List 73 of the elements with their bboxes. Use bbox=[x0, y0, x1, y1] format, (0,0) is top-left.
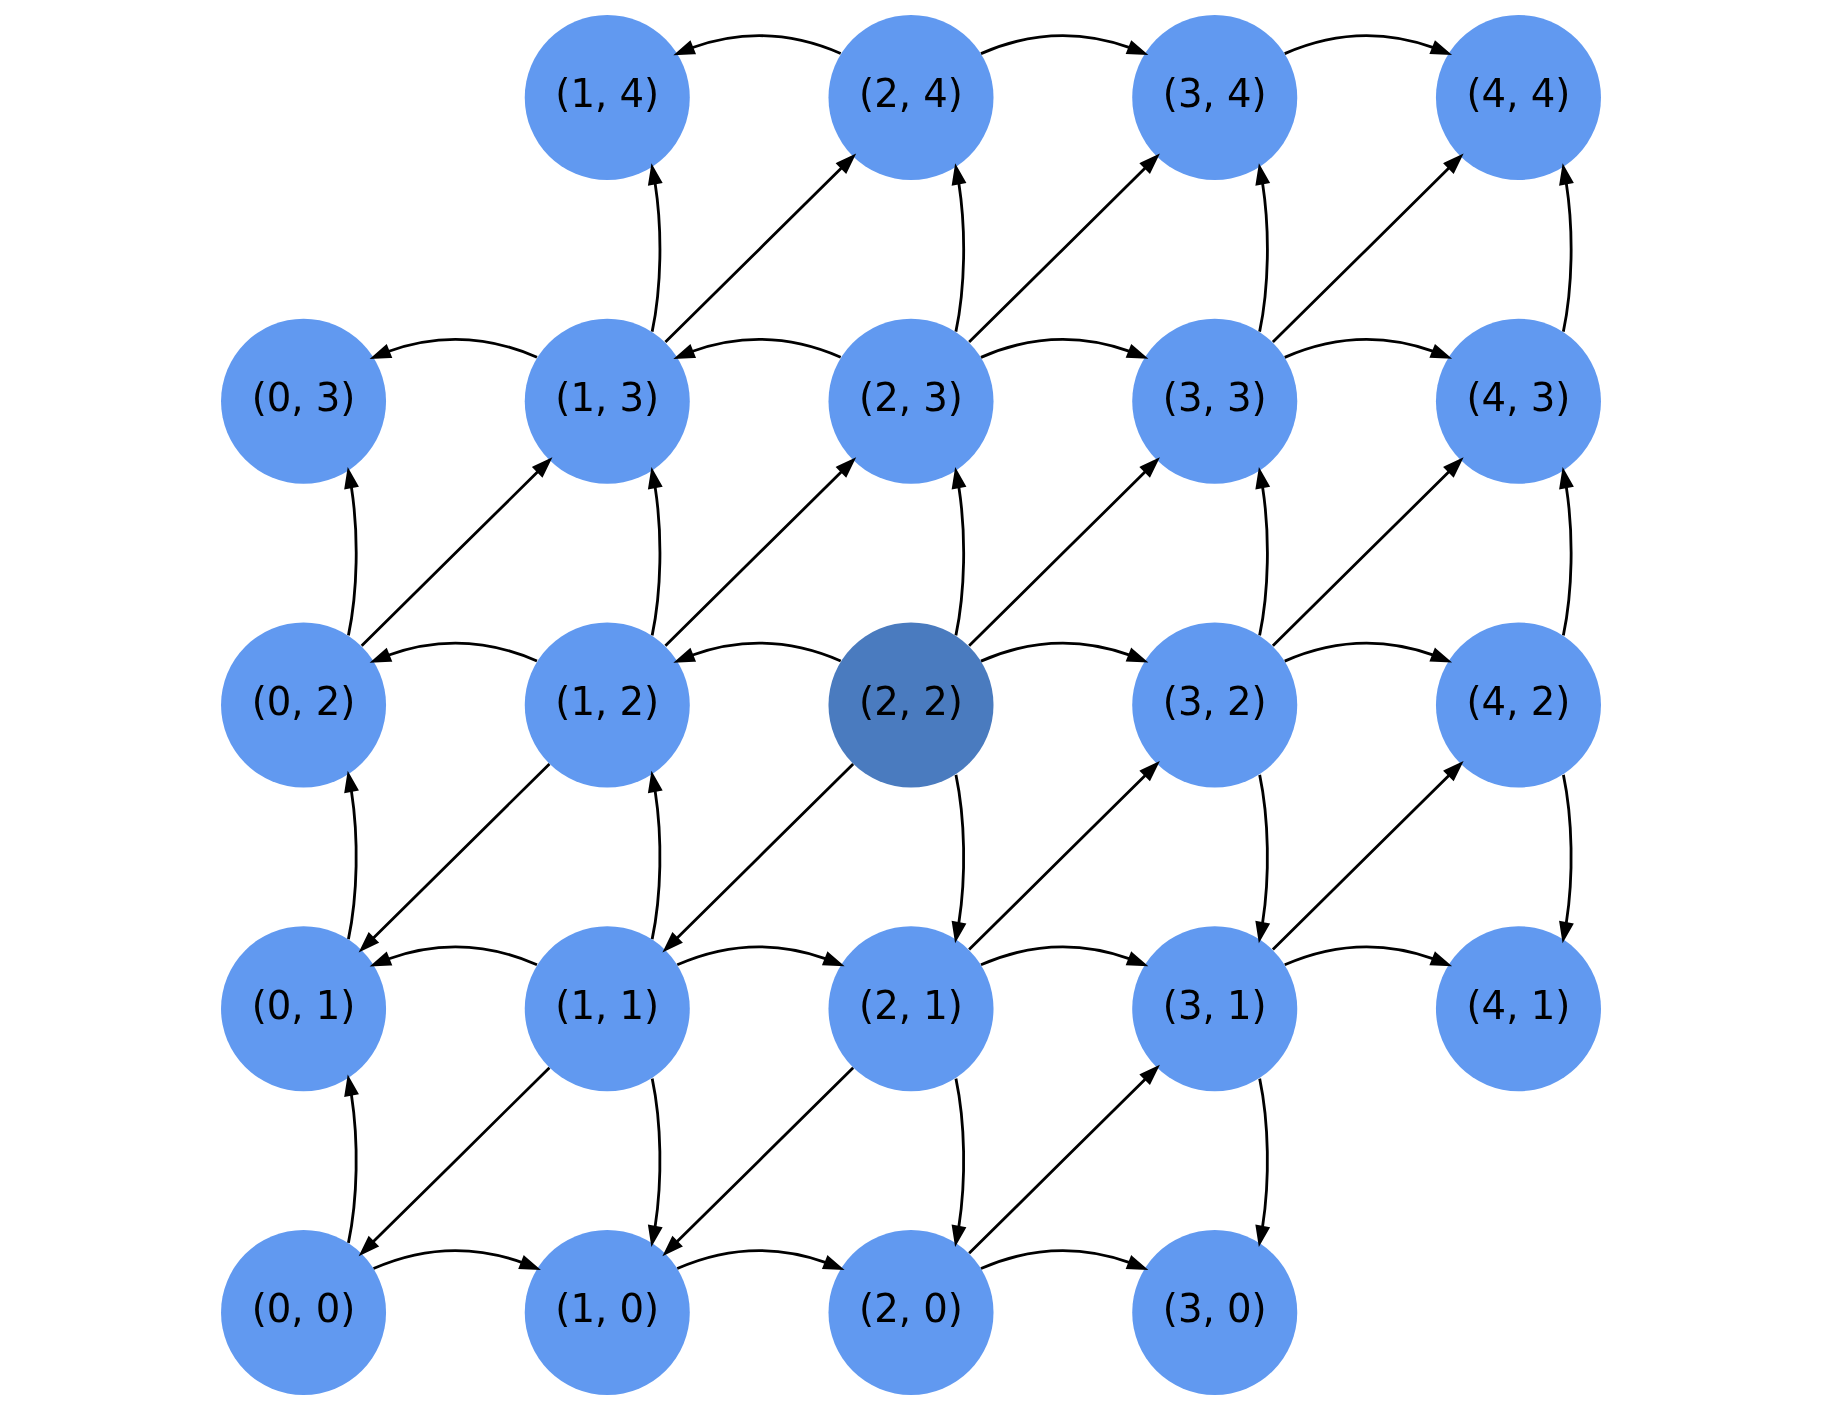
arrow bbox=[676, 945, 845, 967]
arrow bbox=[344, 1074, 359, 1244]
arrow bbox=[344, 770, 359, 940]
arrow bbox=[1559, 163, 1574, 332]
arrow bbox=[344, 466, 359, 636]
arrow bbox=[951, 163, 967, 332]
arrow bbox=[662, 762, 855, 953]
arrow bbox=[1284, 34, 1453, 56]
node-circle: (1, 0) bbox=[524, 1229, 690, 1395]
arrow bbox=[647, 1078, 663, 1248]
arrow bbox=[980, 945, 1149, 967]
arrow bbox=[369, 338, 538, 359]
node-circle: (2, 2) bbox=[828, 622, 994, 788]
arrow bbox=[1255, 466, 1271, 636]
arrow bbox=[373, 1249, 541, 1270]
arrow bbox=[1255, 163, 1271, 332]
arrow bbox=[1284, 641, 1453, 663]
node-circle: (1, 2) bbox=[524, 622, 690, 788]
node-circle: (1, 1) bbox=[524, 926, 690, 1092]
node-circle: (3, 2) bbox=[1132, 622, 1298, 788]
node-circle: (2, 4) bbox=[828, 15, 994, 181]
arrow bbox=[980, 641, 1149, 663]
node-circle: (3, 0) bbox=[1132, 1229, 1298, 1395]
arrow bbox=[647, 466, 663, 636]
arrow bbox=[360, 457, 553, 647]
arrow bbox=[673, 34, 842, 56]
arrow bbox=[369, 641, 538, 663]
arrow bbox=[968, 153, 1160, 344]
node-circle: (4, 1) bbox=[1435, 926, 1601, 1092]
arrow bbox=[968, 457, 1160, 647]
arrow bbox=[1284, 945, 1453, 967]
arrow bbox=[1271, 153, 1464, 344]
arrow bbox=[951, 774, 967, 944]
node-circle: (2, 1) bbox=[828, 926, 994, 1092]
arrow bbox=[664, 457, 857, 647]
arrow bbox=[358, 1066, 551, 1257]
node-circle: (1, 4) bbox=[524, 15, 690, 181]
node-circle: (0, 2) bbox=[221, 622, 387, 788]
arrow bbox=[980, 338, 1149, 359]
arrow bbox=[1559, 774, 1574, 944]
arrow bbox=[1255, 1078, 1271, 1248]
arrow bbox=[1255, 774, 1271, 944]
arrow bbox=[647, 770, 663, 940]
arrow bbox=[676, 1249, 845, 1270]
node-circle: (0, 1) bbox=[221, 926, 387, 1092]
arrow bbox=[980, 34, 1149, 56]
arrow bbox=[968, 1064, 1160, 1255]
arrow bbox=[664, 153, 857, 344]
node-circle: (3, 4) bbox=[1132, 15, 1298, 181]
arrow bbox=[1284, 338, 1453, 359]
arrow bbox=[673, 338, 842, 359]
node-circle: (1, 3) bbox=[524, 318, 690, 484]
node-circle: (0, 0) bbox=[221, 1229, 387, 1395]
arrow bbox=[1559, 466, 1574, 636]
node-circle: (4, 4) bbox=[1435, 15, 1601, 181]
arrow bbox=[951, 1078, 967, 1248]
arrow bbox=[673, 641, 842, 663]
arrow bbox=[662, 1066, 855, 1257]
arrow bbox=[968, 760, 1160, 951]
node-circle: (0, 3) bbox=[221, 318, 387, 484]
arrow bbox=[980, 1249, 1149, 1270]
node-circle: (2, 0) bbox=[828, 1229, 994, 1395]
arrow bbox=[647, 163, 663, 332]
node-circle: (4, 3) bbox=[1435, 318, 1601, 484]
arrow bbox=[369, 945, 538, 967]
arrow bbox=[1271, 457, 1464, 647]
arrow bbox=[358, 762, 551, 953]
node-circle: (2, 3) bbox=[828, 318, 994, 484]
node-circle: (3, 1) bbox=[1132, 926, 1298, 1092]
arrow bbox=[1271, 760, 1464, 951]
node-circle: (3, 3) bbox=[1132, 318, 1298, 484]
node-circle: (4, 2) bbox=[1435, 622, 1601, 788]
arrow bbox=[951, 466, 967, 636]
